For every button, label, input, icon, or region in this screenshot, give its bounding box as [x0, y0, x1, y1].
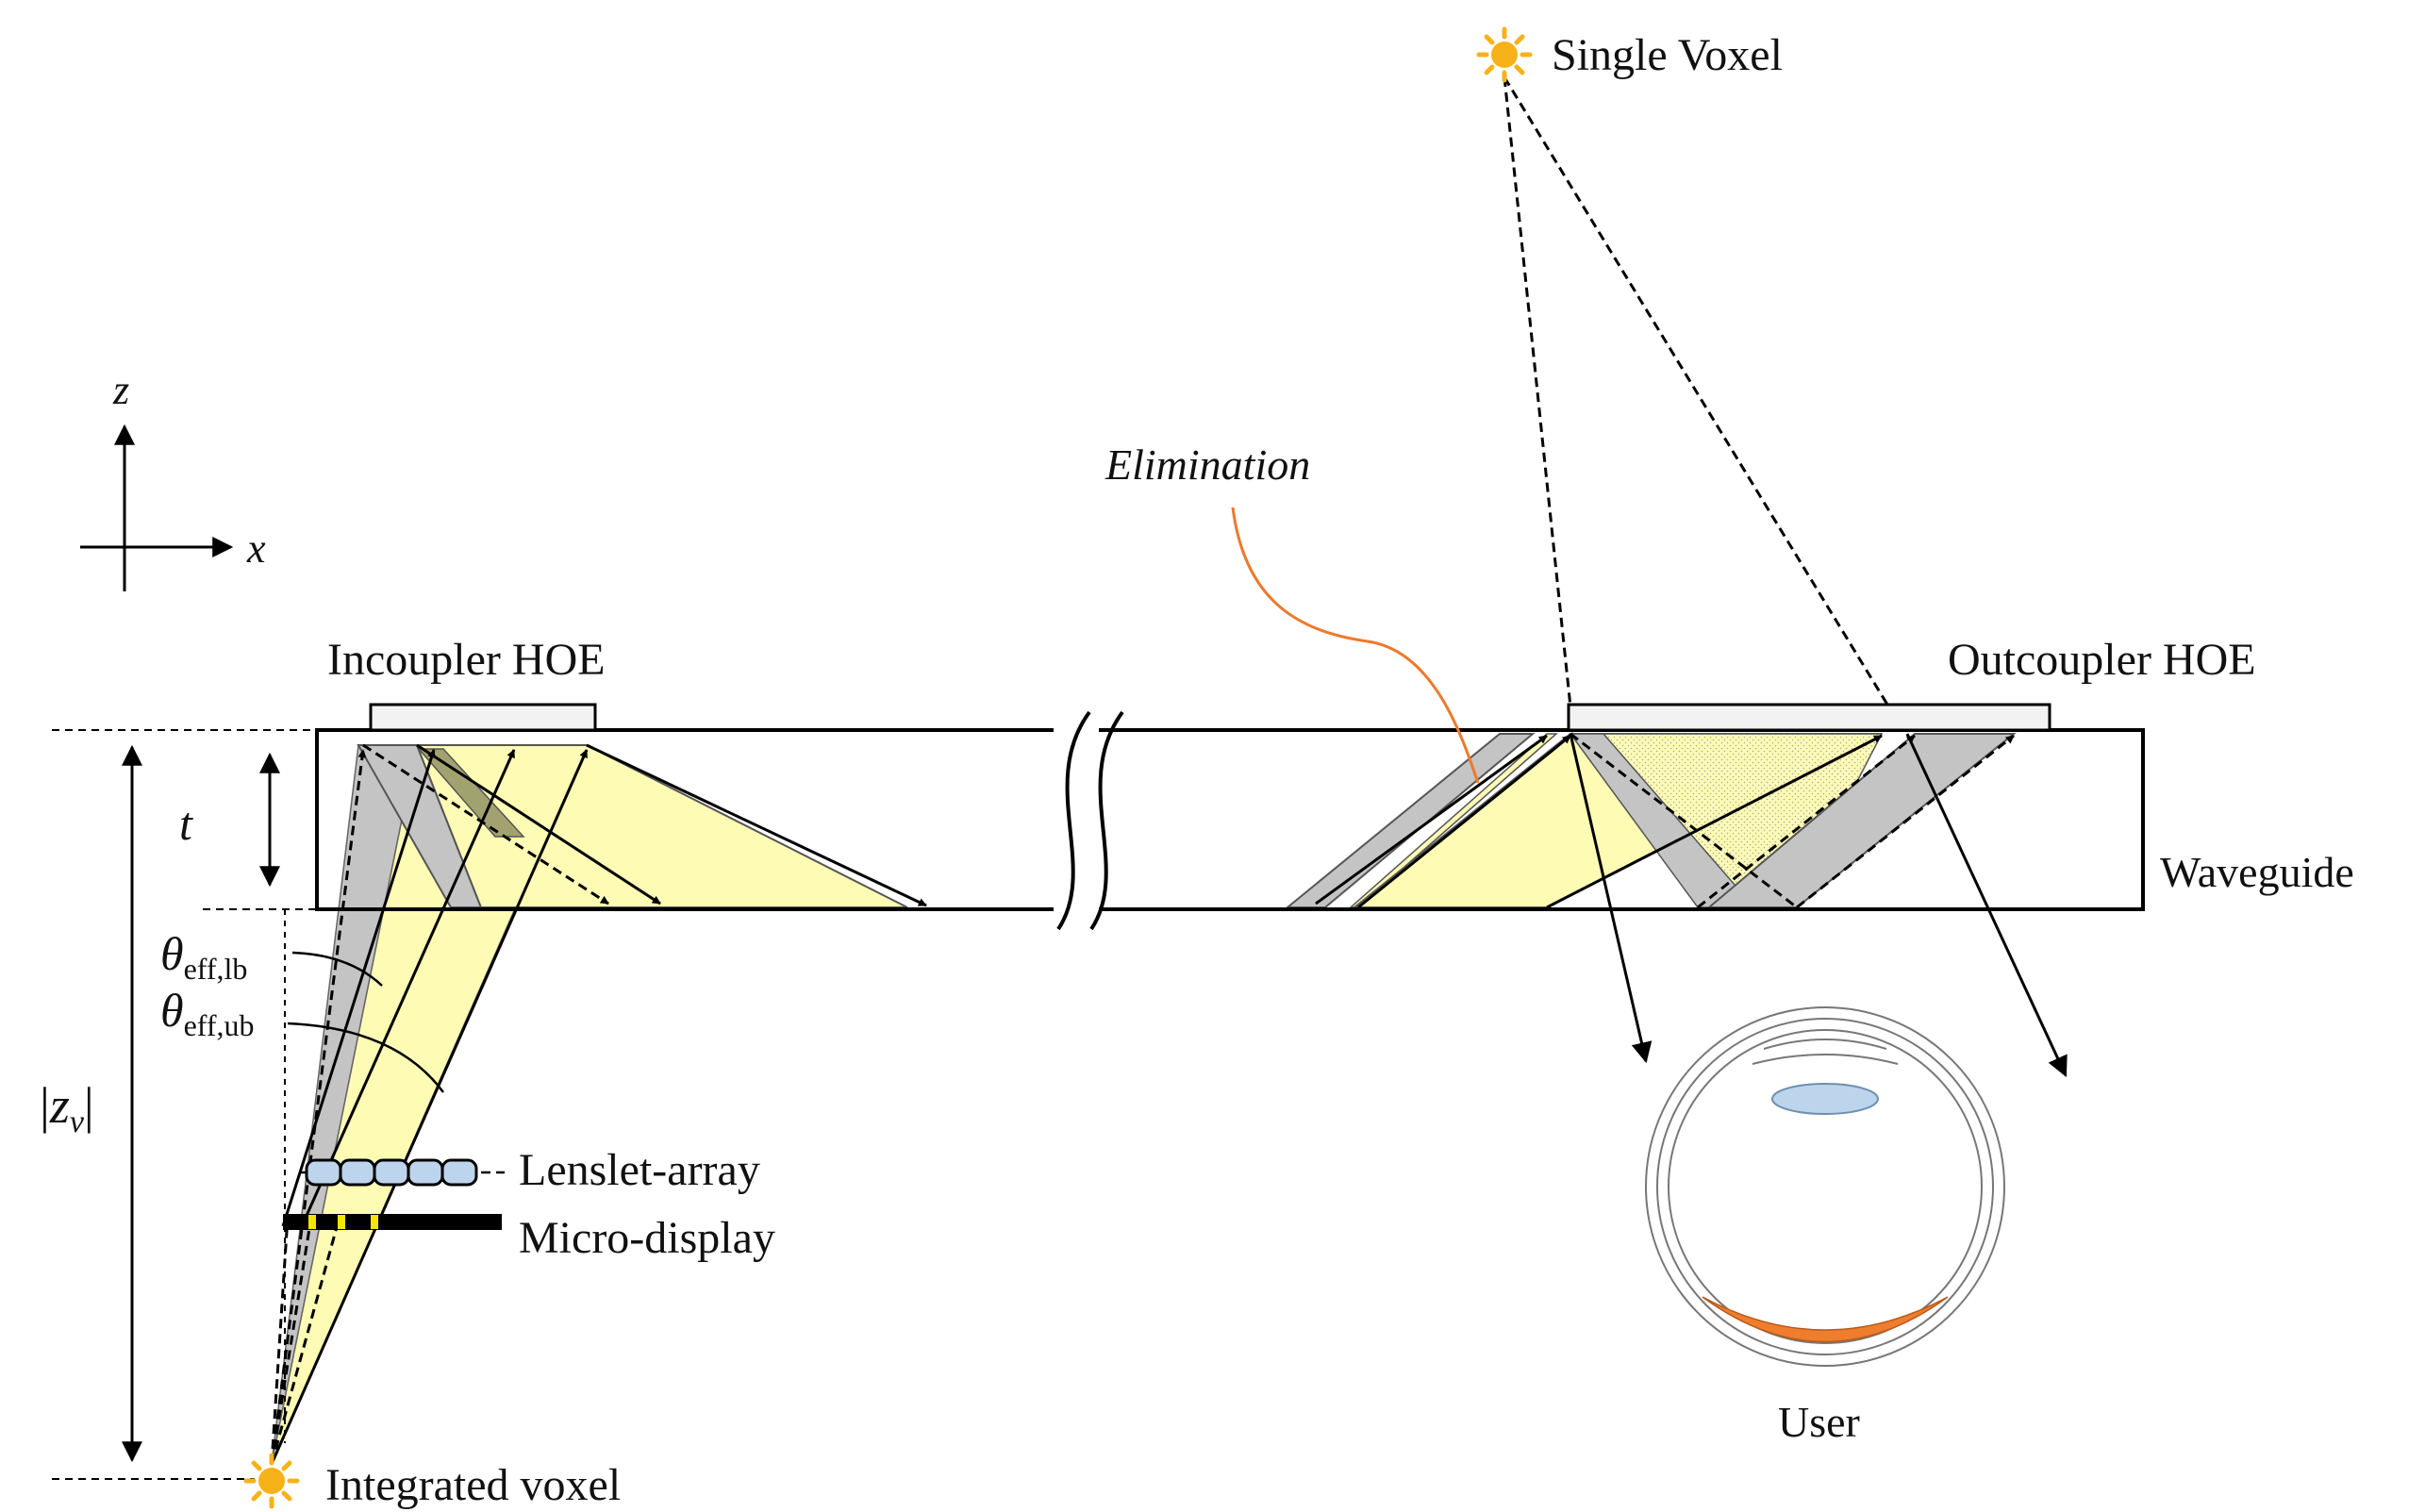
integrated-voxel-label: Integrated voxel	[325, 1460, 621, 1510]
dimension-lines	[52, 729, 317, 1480]
micro-display	[283, 1214, 502, 1230]
waveguide-label: Waveguide	[2160, 848, 2354, 896]
angle-arcs	[287, 951, 445, 1093]
outcoupler-rays	[1315, 76, 2068, 1077]
sun-icon	[1479, 29, 1530, 80]
incoupler-hoe	[369, 703, 597, 732]
lenslet-label: Lenslet-array	[519, 1145, 760, 1195]
eye-icon	[1645, 1006, 2005, 1367]
microdisplay-label: Micro-display	[519, 1213, 775, 1263]
theta-ub-label: θeff,ub	[160, 984, 255, 1042]
user-label: User	[1778, 1398, 1860, 1446]
waveguide-slab	[315, 698, 2145, 943]
incoupler-rays	[270, 743, 927, 1465]
x-axis-label: x	[246, 525, 266, 572]
incoupler-label: Incoupler HOE	[327, 635, 606, 685]
zv-label: |zv|	[40, 1077, 94, 1139]
elimination-label: Elimination	[1105, 440, 1310, 489]
elimination-curve	[1231, 507, 1480, 784]
single-voxel-label: Single Voxel	[1552, 30, 1783, 80]
outcoupler-hoe	[1567, 703, 2051, 732]
outcoupler-label: Outcoupler HOE	[1948, 635, 2256, 685]
axis-indicator: z x	[80, 367, 266, 591]
thickness-label: t	[179, 797, 193, 850]
lenslet-array	[300, 1158, 505, 1187]
z-axis-label: z	[112, 367, 129, 413]
theta-lb-label: θeff,lb	[160, 927, 247, 986]
sun-icon	[246, 1455, 297, 1506]
outcoupler-light-fans	[1285, 733, 2017, 908]
